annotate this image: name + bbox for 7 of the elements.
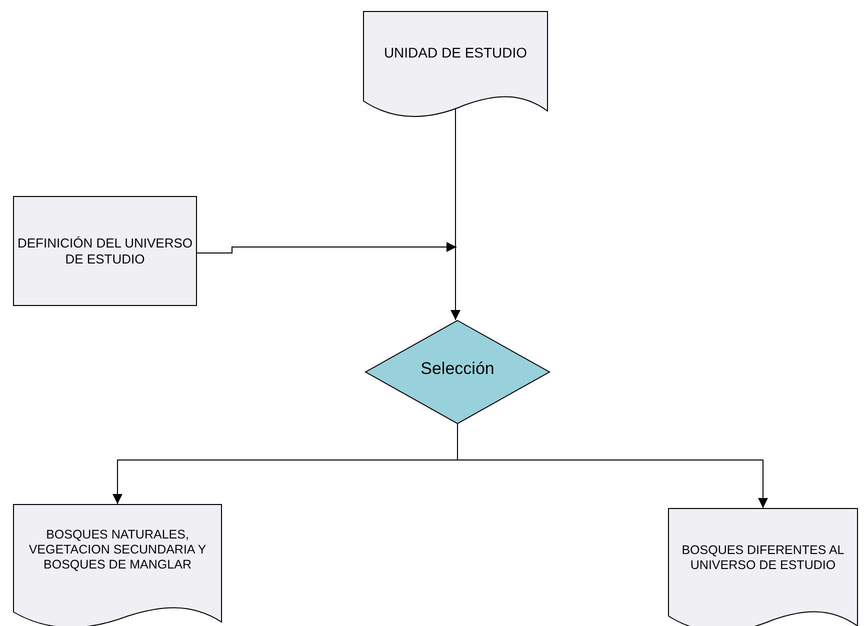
connector-arrow [450,108,460,320]
node-label: BOSQUES NATURALES, VEGETACION SECUNDARIA Y BOSQUES DE MANGLAR [28,528,208,572]
node-label: BOSQUES DIFERENTES AL UNIVERSO DE ESTUDIO [680,543,846,573]
node-label: DEFINICIÓN DEL UNIVERSO DE ESTUDIO [17,235,193,267]
connector-arrow [196,242,457,254]
node-label: UNIDAD DE ESTUDIO [382,44,528,62]
node-label: Selección [420,358,496,380]
